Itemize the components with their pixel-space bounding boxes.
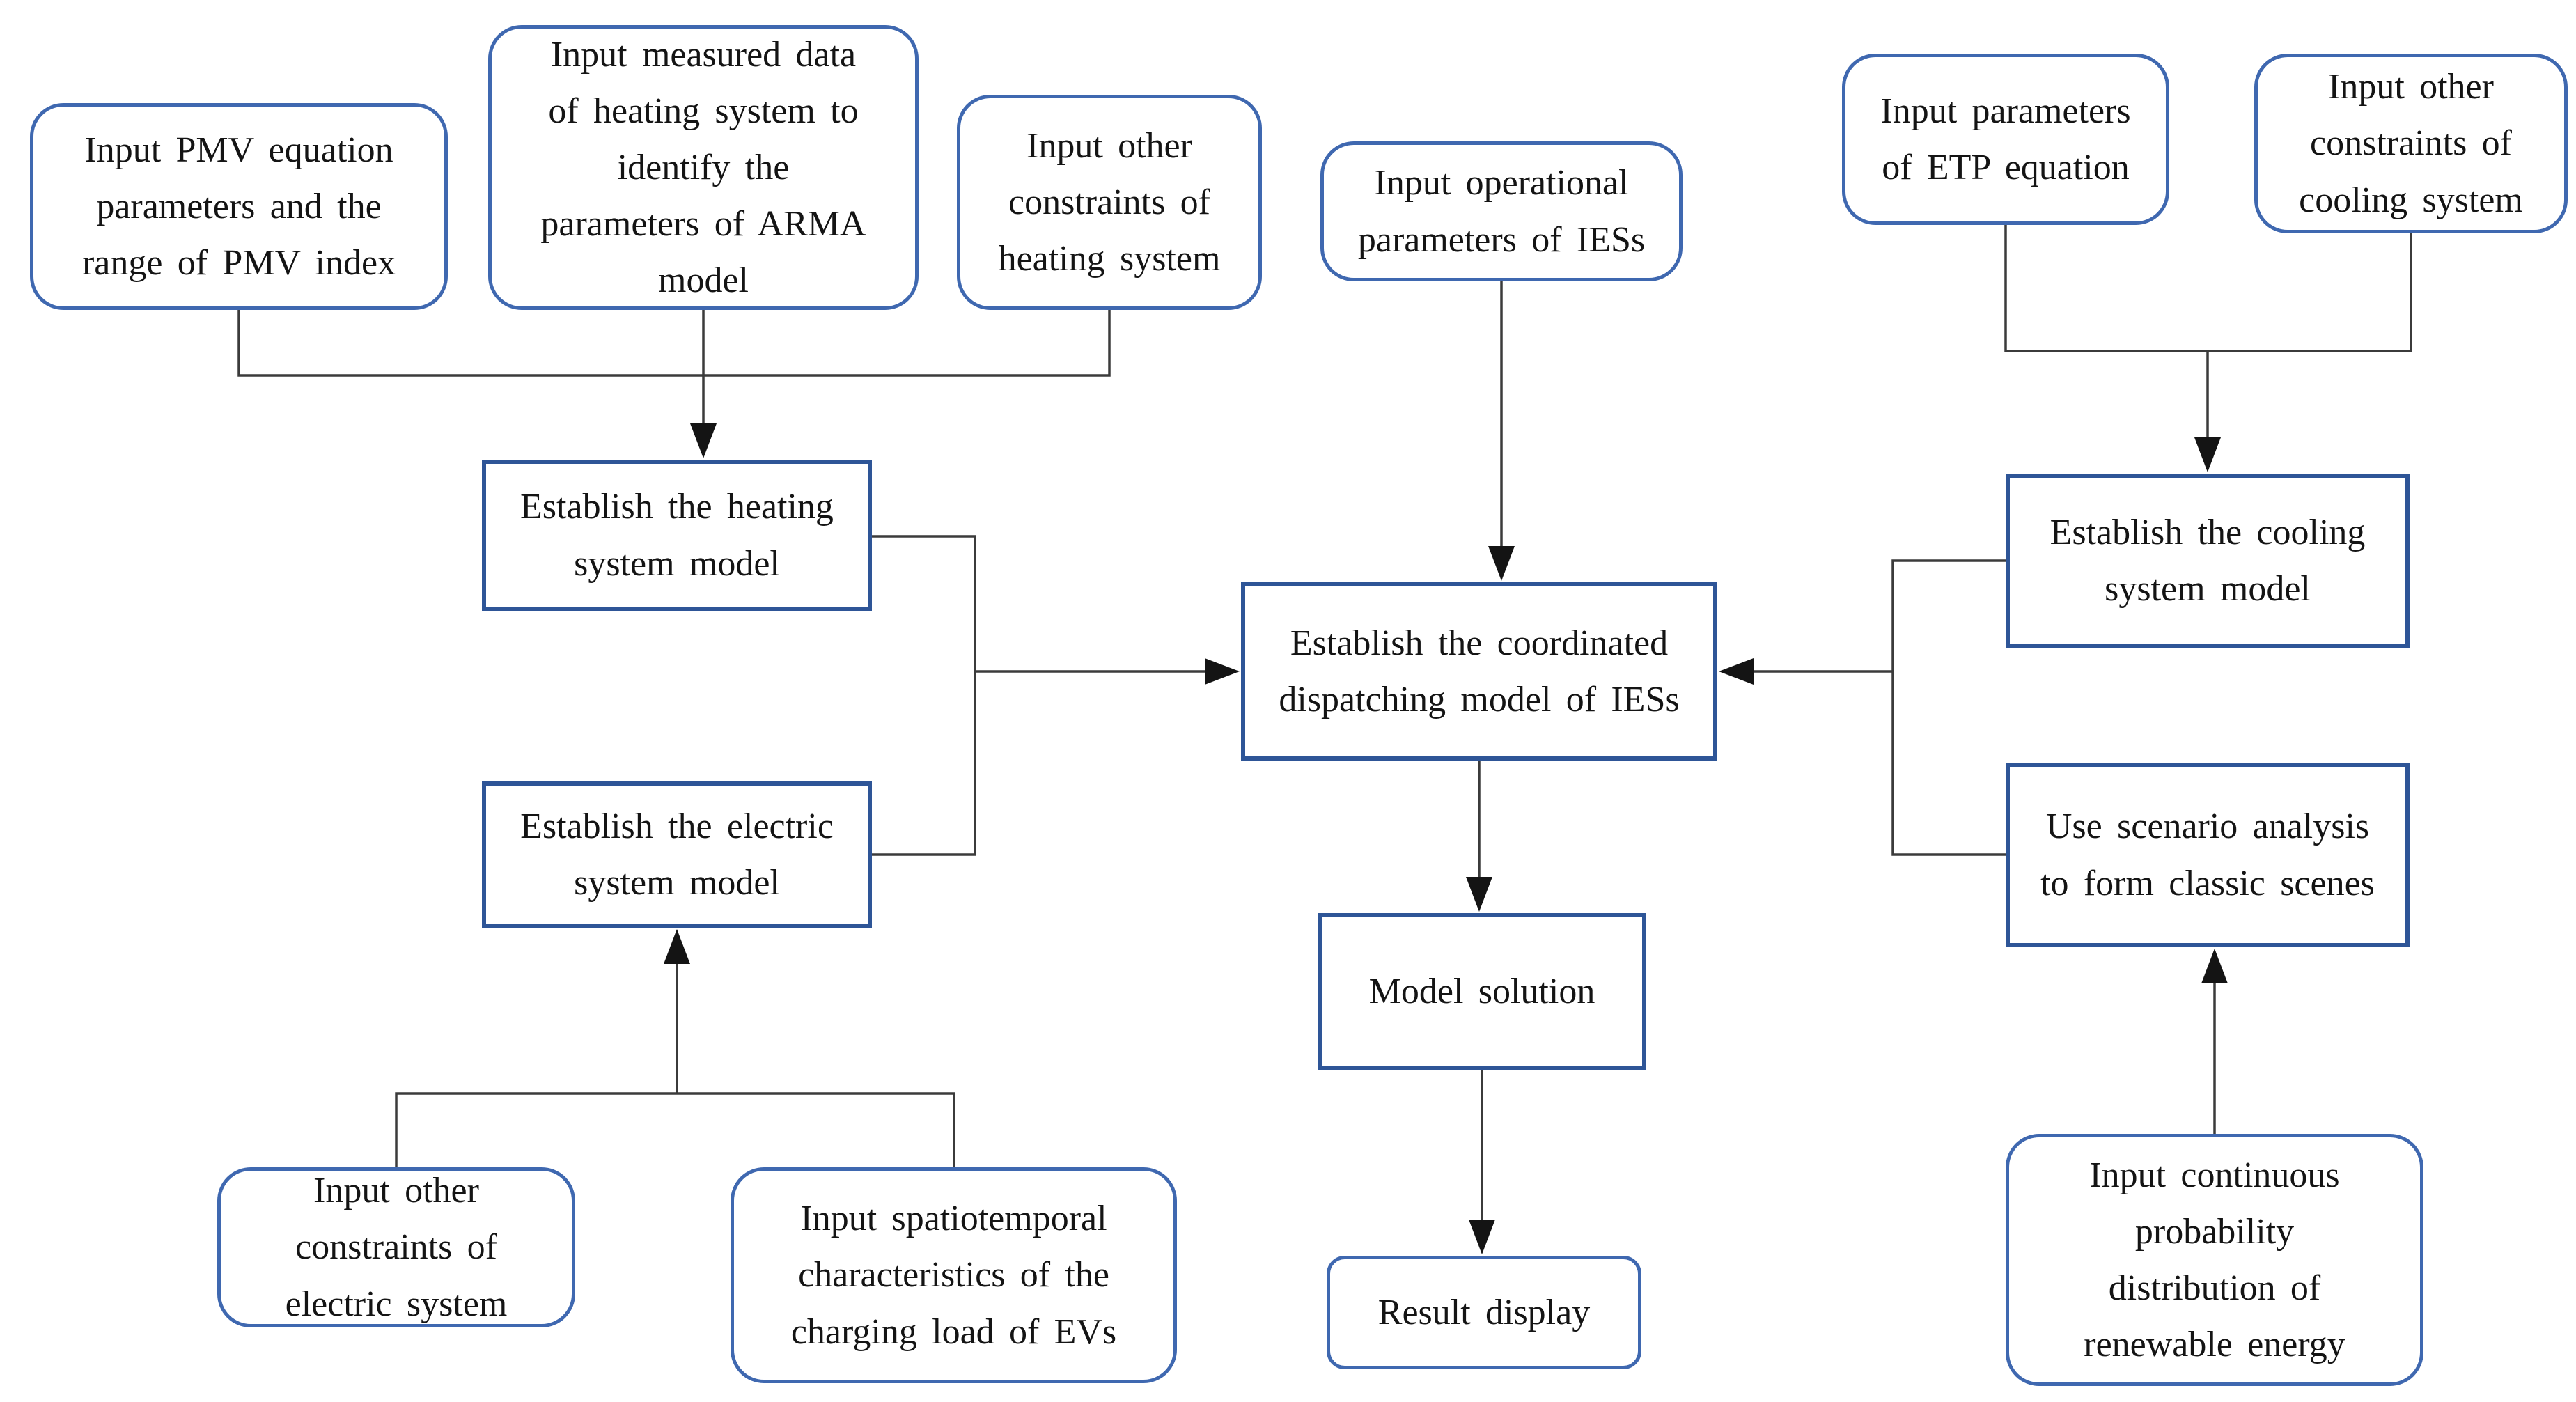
edge-cooling-scenario-elbow <box>1891 559 2006 856</box>
node-measured-data-input: Input measured data of heating system to… <box>488 25 919 310</box>
edge-electricconstraints-ev-bus <box>395 1092 955 1167</box>
node-label: Input PMV equation parameters and the ra… <box>81 130 396 283</box>
node-renewable-distribution-input: Input continuous probability distributio… <box>2006 1134 2423 1386</box>
node-label: Establish the coordinated dispatching mo… <box>1279 623 1680 719</box>
node-electric-system-model: Establish the electric system model <box>482 781 872 928</box>
edge-heating-electric-elbow <box>872 535 976 856</box>
node-label: Input measured data of heating system to… <box>540 34 866 301</box>
edge-etp-coolingconstraints-bus <box>2004 225 2412 352</box>
node-label: Input other constraints of heating syste… <box>998 125 1221 279</box>
node-heating-system-model: Establish the heating system model <box>482 460 872 611</box>
node-label: Input parameters of ETP equation <box>1880 91 2131 187</box>
node-operational-parameters-input: Input operational parameters of IESs <box>1320 141 1683 281</box>
node-pmv-input: Input PMV equation parameters and the ra… <box>30 103 448 310</box>
node-etp-parameters-input: Input parameters of ETP equation <box>1842 54 2169 225</box>
node-label: Establish the cooling system model <box>2050 512 2366 609</box>
node-label: Input other constraints of electric syst… <box>285 1171 508 1324</box>
node-label: Input other constraints of cooling syste… <box>2299 67 2523 220</box>
node-label: Use scenario analysis to form classic sc… <box>2040 807 2375 903</box>
node-result-display: Result display <box>1327 1256 1641 1369</box>
node-label: Input spatiotemporal characteristics of … <box>790 1199 1117 1352</box>
node-label: Establish the heating system model <box>520 487 834 584</box>
node-model-solution: Model solution <box>1318 913 1646 1070</box>
node-label: Model solution <box>1368 972 1595 1012</box>
node-heating-constraints-input: Input other constraints of heating syste… <box>957 95 1262 310</box>
node-coordinated-dispatching-model: Establish the coordinated dispatching mo… <box>1241 582 1717 761</box>
node-ev-charging-load-input: Input spatiotemporal characteristics of … <box>731 1167 1177 1383</box>
node-cooling-system-model: Establish the cooling system model <box>2006 474 2410 648</box>
node-label: Input operational parameters of IESs <box>1357 163 1646 260</box>
node-label: Input continuous probability distributio… <box>2084 1155 2345 1365</box>
node-label: Result display <box>1377 1292 1591 1332</box>
node-scenario-analysis: Use scenario analysis to form classic sc… <box>2006 763 2410 947</box>
node-label: Establish the electric system model <box>520 806 834 903</box>
node-electric-constraints-input: Input other constraints of electric syst… <box>217 1167 575 1327</box>
edge-pmv-heatingconstraints-bus <box>237 310 1111 377</box>
node-cooling-constraints-input: Input other constraints of cooling syste… <box>2254 54 2568 233</box>
